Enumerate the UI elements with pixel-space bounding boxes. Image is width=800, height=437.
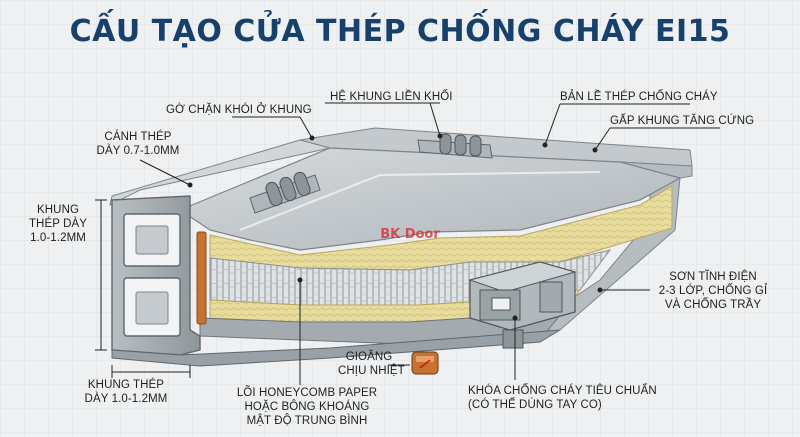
label-frame-bottom: KHUNG THÉP DÀY 1.0-1.2MM	[70, 378, 182, 406]
label-lock-line1: KHÓA CHỐNG CHÁY TIÊU CHUẨN	[468, 385, 657, 397]
label-smoke-seal: GỜ CHẶN KHÓI Ở KHUNG	[166, 104, 312, 116]
label-integral-frame: HỆ KHUNG LIỀN KHỐI	[330, 91, 453, 103]
label-frame-left: KHUNG THÉP DÀY 1.0-1.2MM	[22, 203, 94, 245]
frame-left-profile-top	[109, 139, 331, 206]
label-lock-line2: (CÓ THỂ DÙNG TAY CO)	[468, 399, 602, 411]
watermark: BK Door	[380, 227, 440, 242]
label-door-leaf-line1: CÁNH THÉP	[104, 131, 172, 143]
heat-seal-strip	[196, 231, 207, 325]
heat-seal-detail	[411, 351, 439, 375]
label-lock: KHÓA CHỐNG CHÁY TIÊU CHUẨN (CÓ THỂ DÙNG …	[468, 384, 657, 412]
sheet-highlight	[239, 171, 601, 231]
label-heat-seal-line2: CHỊU NHIỆT	[338, 365, 405, 377]
hinge-left	[249, 171, 321, 214]
label-frame-left-line3: 1.0-1.2MM	[30, 232, 86, 244]
label-core-line3: MẬT ĐỘ TRUNG BÌNH	[246, 415, 368, 427]
leader-lines	[95, 102, 720, 385]
label-hinge: BẢN LỀ THÉP CHỐNG CHÁY	[560, 91, 718, 103]
frame-inner-fold-lower	[135, 291, 169, 325]
label-heat-seal: GIOĂNG CHỊU NHIỆT	[338, 350, 405, 378]
frame-inner-fold-upper	[135, 225, 169, 255]
page-title: CẤU TẠO CỬA THÉP CHỐNG CHÁY EI15	[69, 14, 731, 49]
label-paint-line3: VÀ CHỐNG TRẦY	[664, 299, 762, 311]
lock-box	[468, 261, 577, 349]
label-paint: SƠN TĨNH ĐIỆN 2-3 LỚP, CHỐNG GỈ VÀ CHỐNG…	[648, 270, 778, 312]
label-core: LÕI HONEYCOMB PAPER HOẶC BÔNG KHOÁNG MẬT…	[232, 386, 382, 428]
label-core-line2: HOẶC BÔNG KHOÁNG	[244, 401, 370, 413]
label-frame-left-line2: THÉP DÀY	[28, 218, 88, 230]
frame-bottom-lip	[111, 329, 561, 367]
label-paint-line1: SƠN TĨNH ĐIỆN	[669, 271, 757, 283]
label-door-leaf: CÁNH THÉP DÀY 0.7-1.0MM	[88, 130, 188, 158]
label-paint-line2: 2-3 LỚP, CHỐNG GỈ	[658, 285, 768, 297]
label-frame-left-line1: KHUNG	[36, 204, 80, 216]
hinge-top	[417, 133, 493, 159]
label-door-leaf-line2: DÀY 0.7-1.0MM	[96, 145, 180, 157]
label-frame-reinforce: GẤP KHUNG TĂNG CỨNG	[610, 115, 755, 127]
label-core-line1: LÕI HONEYCOMB PAPER	[236, 387, 378, 399]
label-frame-bottom-line1: KHUNG THÉP	[87, 379, 165, 391]
label-frame-bottom-line2: DÀY 1.0-1.2MM	[84, 393, 168, 405]
label-heat-seal-line1: GIOĂNG	[345, 351, 393, 363]
